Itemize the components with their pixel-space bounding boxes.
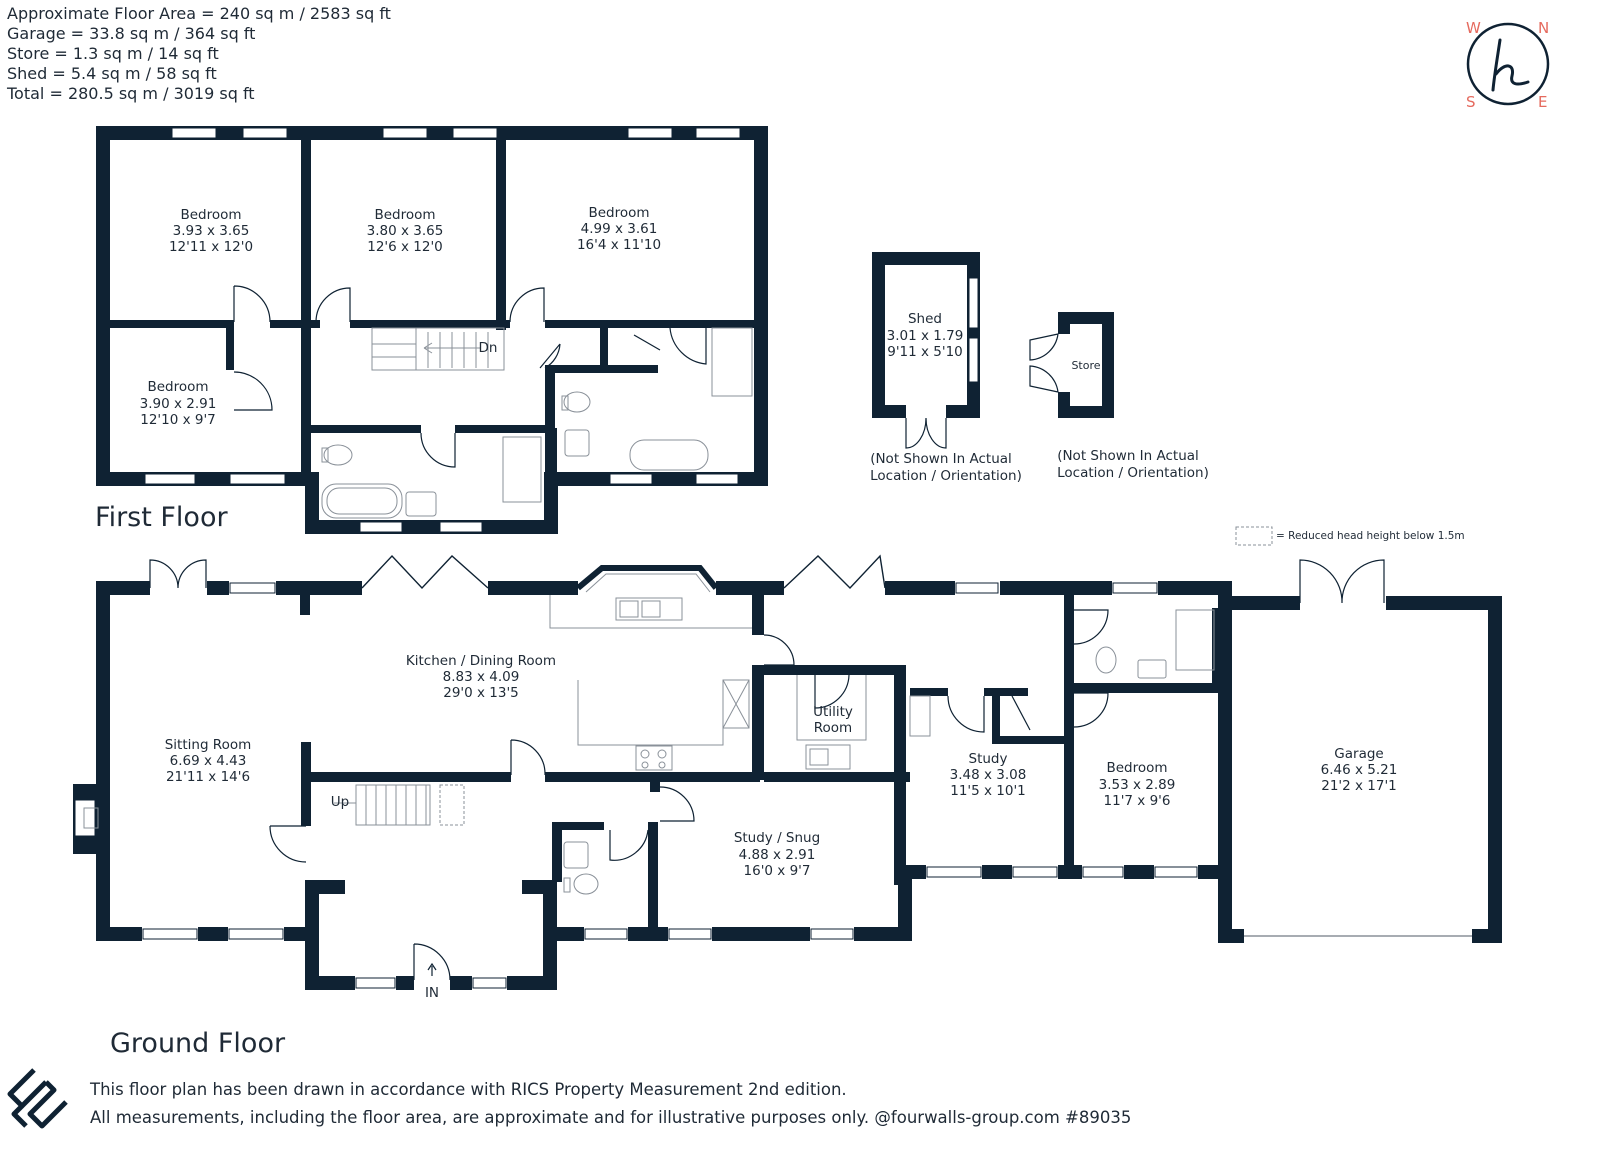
compass-icon: W N S E <box>1466 19 1550 111</box>
stairs-up-label: Up <box>331 794 349 810</box>
floor-area-text: Approximate Floor Area = 240 sq m / 2583… <box>7 4 391 23</box>
footer-disclaimer: All measurements, including the floor ar… <box>90 1108 1132 1127</box>
compass-n: N <box>1538 19 1549 37</box>
bed2-metric: 3.80 x 3.65 <box>367 223 444 239</box>
sitting-imperial: 21'11 x 14'6 <box>166 769 250 785</box>
store-note-line2: Location / Orientation) <box>1057 465 1209 481</box>
shed-note-line2: Location / Orientation) <box>870 468 1022 484</box>
legend-text: = Reduced head height below 1.5m <box>1276 530 1465 542</box>
area-summary: Approximate Floor Area = 240 sq m / 2583… <box>7 4 391 104</box>
bed1-imperial: 12'11 x 12'0 <box>169 239 253 255</box>
gf-bedroom-metric: 3.53 x 2.89 <box>1099 777 1176 793</box>
stairs-down-label: Dn <box>479 340 498 356</box>
bed2-imperial: 12'6 x 12'0 <box>367 239 443 255</box>
compass-w: W <box>1466 19 1481 37</box>
bed3-name: Bedroom <box>588 205 649 221</box>
bed3-metric: 4.99 x 3.61 <box>581 221 658 237</box>
garage-name: Garage <box>1334 746 1383 762</box>
footer-rics-note: This floor plan has been drawn in accord… <box>90 1080 847 1099</box>
first-floor-labels: Bedroom 3.93 x 3.65 12'11 x 12'0 Bedroom… <box>140 205 661 428</box>
study-imperial: 11'5 x 10'1 <box>950 783 1026 799</box>
shed-name: Shed <box>908 311 942 327</box>
snug-imperial: 16'0 x 9'7 <box>744 863 811 879</box>
first-floor-plan <box>96 126 768 534</box>
bed4-imperial: 12'10 x 9'7 <box>140 412 216 428</box>
head-height-legend: = Reduced head height below 1.5m <box>1235 526 1465 546</box>
garage-imperial: 21'2 x 17'1 <box>1321 778 1397 794</box>
garage-area-text: Garage = 33.8 sq m / 364 sq ft <box>7 24 256 43</box>
utility-line2: Room <box>814 720 852 736</box>
shed-note-line1: (Not Shown In Actual <box>870 451 1012 467</box>
shed-area-text: Shed = 5.4 sq m / 58 sq ft <box>7 64 217 83</box>
gf-bedroom-name: Bedroom <box>1106 760 1167 776</box>
shed-plan: Shed 3.01 x 1.79 9'11 x 5'10 (Not Shown … <box>870 252 1022 484</box>
sitting-metric: 6.69 x 4.43 <box>170 753 247 769</box>
garage-metric: 6.46 x 5.21 <box>1321 762 1398 778</box>
kitchen-metric: 8.83 x 4.09 <box>443 669 520 685</box>
store-name: Store <box>1071 359 1100 372</box>
study-metric: 3.48 x 3.08 <box>950 767 1027 783</box>
ground-floor-labels: Kitchen / Dining Room 8.83 x 4.09 29'0 x… <box>165 653 1398 1001</box>
store-plan: Store (Not Shown In Actual Location / Or… <box>1029 312 1209 481</box>
first-floor-title: First Floor <box>95 502 228 533</box>
ground-floor-title: Ground Floor <box>110 1028 286 1059</box>
compass-e: E <box>1538 93 1547 111</box>
bed4-metric: 3.90 x 2.91 <box>140 396 217 412</box>
store-area-text: Store = 1.3 sq m / 14 sq ft <box>7 44 219 63</box>
compass-s: S <box>1466 93 1476 111</box>
store-note-line1: (Not Shown In Actual <box>1057 448 1199 464</box>
utility-line1: Utility <box>813 704 853 720</box>
bed4-name: Bedroom <box>147 379 208 395</box>
bed1-metric: 3.93 x 3.65 <box>173 223 250 239</box>
snug-name: Study / Snug <box>734 830 820 846</box>
fourwalls-logo-icon <box>7 1068 68 1129</box>
sitting-name: Sitting Room <box>165 737 252 753</box>
bed3-imperial: 16'4 x 11'10 <box>577 237 661 253</box>
ground-floor-plan <box>73 554 1502 990</box>
snug-metric: 4.88 x 2.91 <box>739 847 816 863</box>
gf-bedroom-imperial: 11'7 x 9'6 <box>1104 793 1171 809</box>
kitchen-name: Kitchen / Dining Room <box>406 653 556 669</box>
bed2-name: Bedroom <box>374 207 435 223</box>
entrance-label: IN <box>425 985 439 1001</box>
kitchen-imperial: 29'0 x 13'5 <box>443 685 519 701</box>
shed-metric: 3.01 x 1.79 <box>887 328 964 344</box>
bed1-name: Bedroom <box>180 207 241 223</box>
total-area-text: Total = 280.5 sq m / 3019 sq ft <box>7 84 255 103</box>
shed-imperial: 9'11 x 5'10 <box>887 344 963 360</box>
study-name: Study <box>969 751 1008 767</box>
